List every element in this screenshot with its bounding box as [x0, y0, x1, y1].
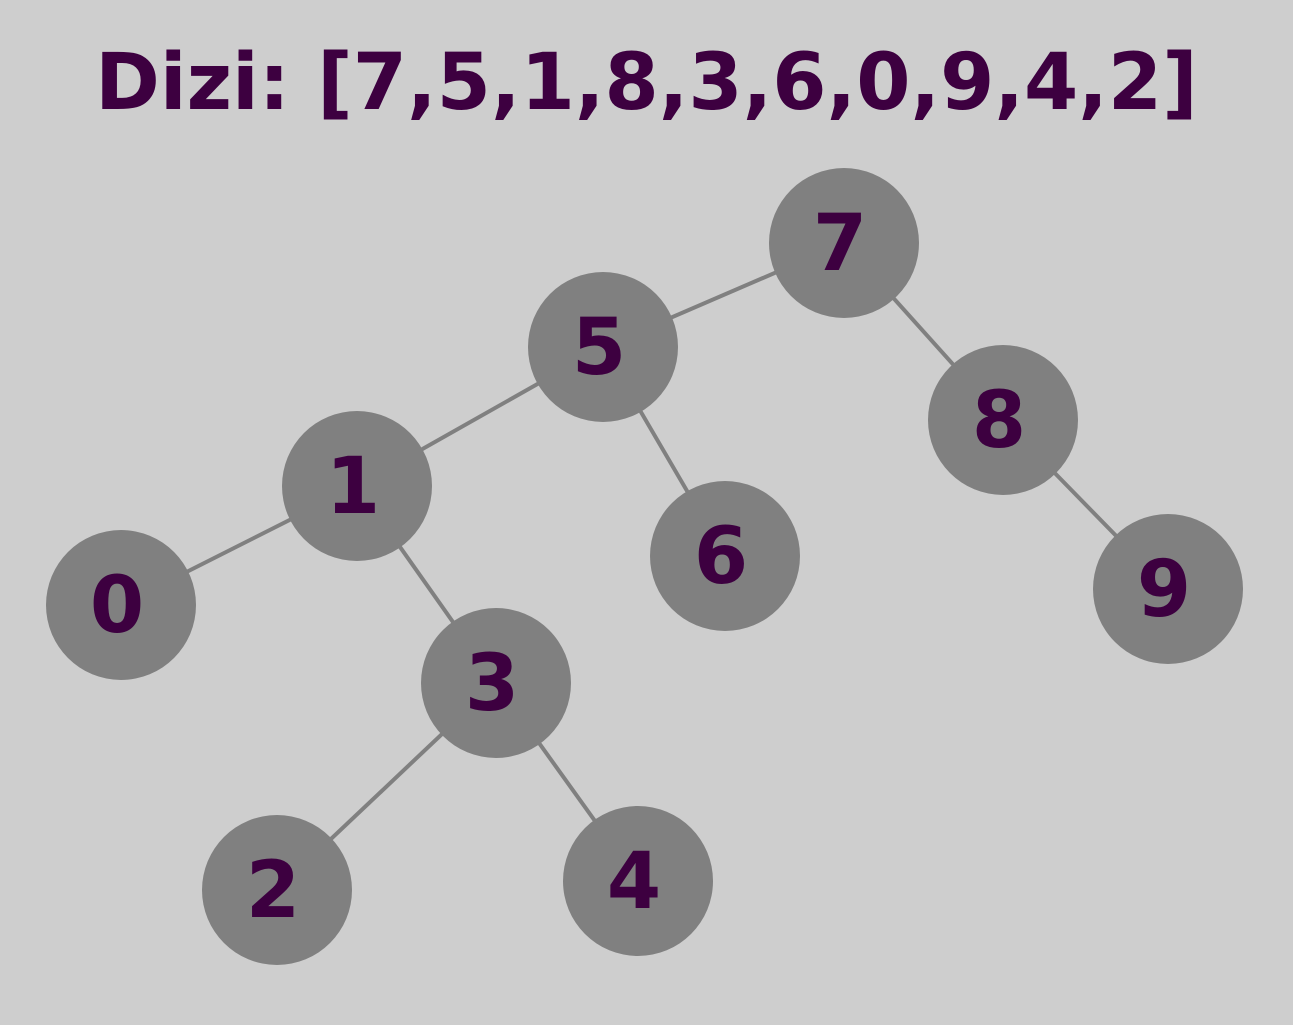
- node-label: 1: [326, 442, 380, 532]
- tree-node-4: 4: [563, 806, 713, 956]
- node-circle: [928, 345, 1078, 495]
- node-circle: [769, 168, 919, 318]
- node-label: 8: [972, 376, 1026, 466]
- node-label: 0: [90, 561, 144, 651]
- node-circle: [421, 608, 571, 758]
- node-label: 6: [694, 512, 748, 602]
- tree-node-0: 0: [46, 530, 196, 680]
- node-circle: [1093, 514, 1243, 664]
- tree-node-1: 1: [282, 411, 432, 561]
- nodes-layer: 7 5 8 1 6 9 0 3 2 4: [46, 168, 1243, 965]
- tree-node-5: 5: [528, 272, 678, 422]
- tree-node-2: 2: [202, 815, 352, 965]
- tree-node-6: 6: [650, 481, 800, 631]
- node-label: 4: [607, 837, 661, 927]
- node-circle: [650, 481, 800, 631]
- node-label: 3: [465, 639, 519, 729]
- node-circle: [202, 815, 352, 965]
- node-circle: [282, 411, 432, 561]
- node-circle: [528, 272, 678, 422]
- tree-node-7: 7: [769, 168, 919, 318]
- node-label: 9: [1137, 545, 1191, 635]
- node-circle: [46, 530, 196, 680]
- tree-node-8: 8: [928, 345, 1078, 495]
- page-title: Dizi: [7,5,1,8,3,6,0,9,4,2]: [95, 38, 1198, 128]
- node-label: 2: [246, 846, 300, 936]
- node-label: 5: [572, 303, 626, 393]
- tree-node-3: 3: [421, 608, 571, 758]
- tree-node-9: 9: [1093, 514, 1243, 664]
- node-label: 7: [813, 199, 867, 289]
- node-circle: [563, 806, 713, 956]
